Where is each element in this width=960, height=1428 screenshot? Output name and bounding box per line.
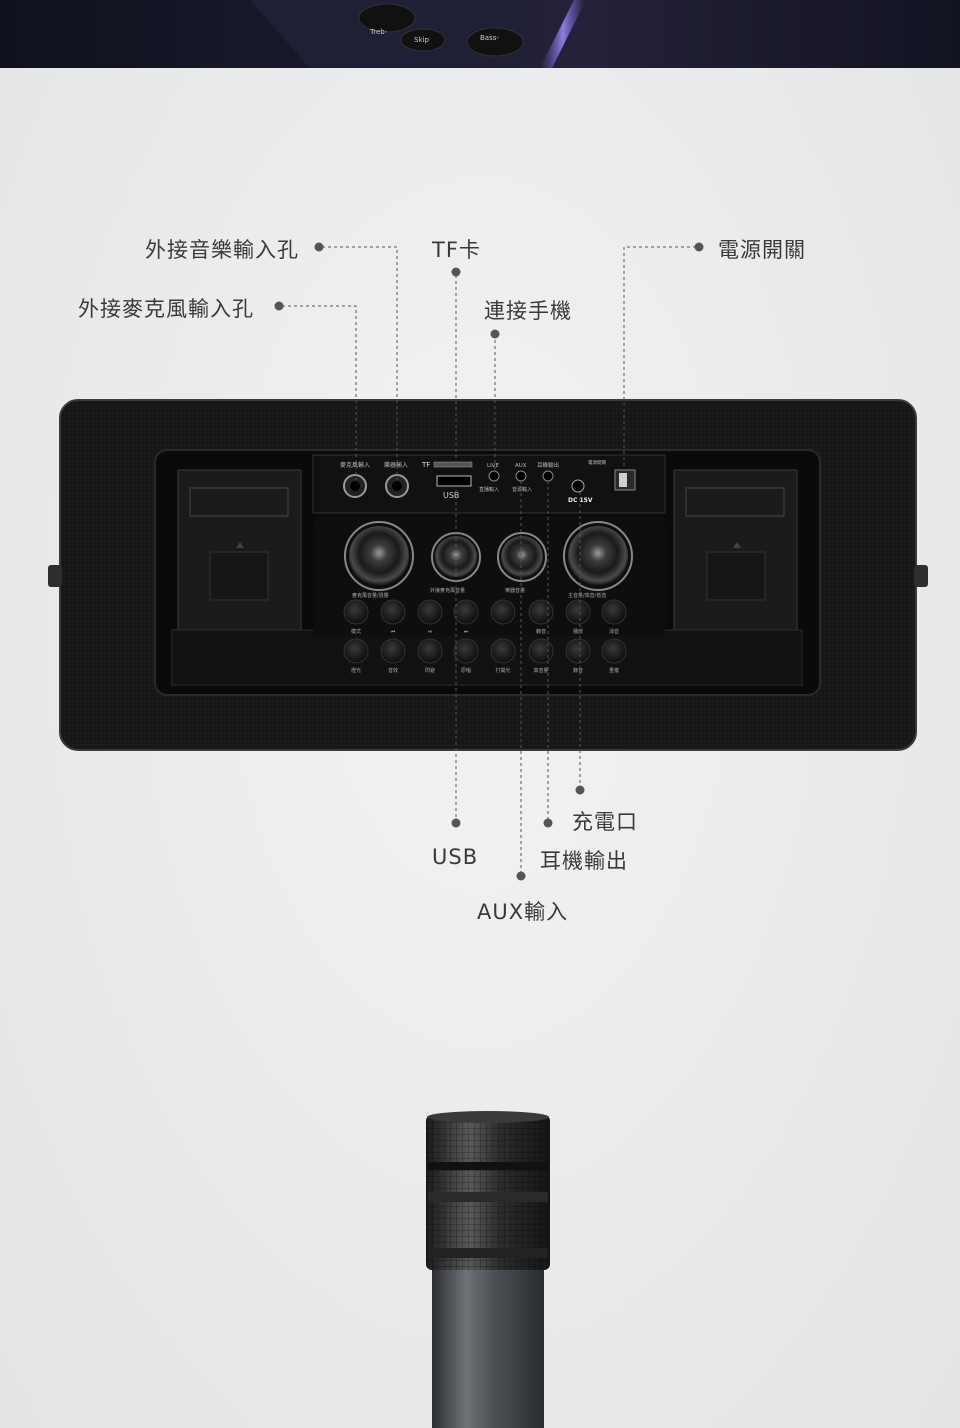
callout-power-switch: 電源開關 xyxy=(718,238,806,262)
panel-button-r1-6[interactable] xyxy=(528,599,554,625)
leader-power-switch xyxy=(623,246,696,470)
power-small-text: 電源開關 xyxy=(588,459,606,466)
callout-music-input: 外接音樂輸入孔 xyxy=(145,238,299,262)
panel-button-r2-1[interactable] xyxy=(343,638,369,664)
banner-light-stripe xyxy=(540,0,586,68)
button-grid: 模式⏮⏯⏭錄音播放消音燈光音效閃避原唱打開光高音量錄音重複 xyxy=(343,599,627,674)
tf-card-slot[interactable] xyxy=(433,461,473,468)
knob-mic-volume[interactable] xyxy=(344,521,414,591)
side-handle-left xyxy=(48,565,62,587)
panel-button-r1-1[interactable] xyxy=(343,599,369,625)
panel-button-r1-8[interactable] xyxy=(601,599,627,625)
left-tray xyxy=(177,469,302,631)
panel-button-r2-4[interactable] xyxy=(453,638,479,664)
right-tray xyxy=(673,469,798,631)
panel-button-r2-8[interactable] xyxy=(601,638,627,664)
callout-tf-card: TF卡 xyxy=(432,238,481,262)
leader-mic-input xyxy=(282,305,357,480)
panel-button-r1-5[interactable] xyxy=(490,599,516,625)
knob-label-4: 主音量/高音/低音 xyxy=(568,592,606,599)
banner-label-bass: Bass- xyxy=(480,34,499,42)
panel-button-r2-6[interactable] xyxy=(528,638,554,664)
callout-phone: 連接手機 xyxy=(484,299,572,323)
music-port-text: 樂器輸入 xyxy=(384,461,408,469)
panel-button-label-r2-5: 打開光 xyxy=(495,667,510,674)
side-handle-right xyxy=(914,565,928,587)
leader-dots xyxy=(274,242,704,881)
panel-button-label-r1-1: 模式 xyxy=(351,628,361,635)
panel-button-label-r1-7: 播放 xyxy=(573,628,583,635)
panel-button-label-r1-2: ⏮ xyxy=(391,629,396,635)
panel-button-label-r1-4: ⏭ xyxy=(464,629,469,635)
banner-knob-3 xyxy=(466,27,524,57)
banner-knob-1 xyxy=(358,3,416,33)
banner-knob-2 xyxy=(400,28,446,52)
panel-button-r1-2[interactable] xyxy=(380,599,406,625)
banner-label-treb: Treb- xyxy=(369,28,388,36)
knob-instrument-volume[interactable] xyxy=(497,532,547,582)
panel-button-r1-3[interactable] xyxy=(417,599,443,625)
callout-mic-input: 外接麥克風輸入孔 xyxy=(78,297,254,321)
panel-button-label-r2-8: 重複 xyxy=(609,667,619,674)
microphone xyxy=(426,1111,550,1428)
panel-button-r1-7[interactable] xyxy=(565,599,591,625)
phone-sub-text: 直播輸入 xyxy=(479,486,499,493)
leader-lines xyxy=(282,246,696,875)
panel-button-label-r2-6: 高音量 xyxy=(533,667,548,674)
mic-port-text: 麥克風輸入 xyxy=(340,461,370,469)
panel-button-label-r2-2: 音效 xyxy=(388,667,398,674)
panel-button-label-r1-8: 消音 xyxy=(609,628,619,635)
knob-master-volume[interactable] xyxy=(563,521,633,591)
aux-text: AUX xyxy=(515,463,527,469)
headphone-text: 耳機輸出 xyxy=(537,461,559,469)
leader-music-input xyxy=(322,246,398,480)
product-banner-graphic: Treb- Skip Bass- xyxy=(250,0,586,68)
panel-button-label-r1-6: 錄音 xyxy=(536,628,546,635)
port-strip: 麥克風輸入 樂器輸入 TF USB LIVE AUX 耳機輸出 直播輸入 音源輸… xyxy=(312,454,666,514)
panel-button-r2-7[interactable] xyxy=(565,638,591,664)
headphone-jack[interactable] xyxy=(542,470,554,482)
panel-button-label-r1-3: ⏯ xyxy=(428,629,432,635)
usb-port[interactable] xyxy=(436,475,472,487)
panel-button-r1-4[interactable] xyxy=(453,599,479,625)
panel-button-r2-2[interactable] xyxy=(380,638,406,664)
panel-button-r2-5[interactable] xyxy=(490,638,516,664)
knob-label-2: 外接麥克風音量 xyxy=(430,587,465,594)
aux-input-jack[interactable] xyxy=(515,470,527,482)
knob-label-1: 麥克風音量/混響 xyxy=(352,592,389,599)
callout-aux-input: AUX輸入 xyxy=(477,900,569,924)
callout-headphone: 耳機輸出 xyxy=(540,849,628,873)
banner-label-skip: Skip xyxy=(414,36,429,44)
panel-button-label-r2-3: 閃避 xyxy=(425,667,435,674)
tf-text: TF xyxy=(421,461,430,469)
knob-label-3: 樂器音量 xyxy=(505,587,525,594)
panel-button-label-r2-7: 錄音 xyxy=(573,667,583,674)
live-text: LIVE xyxy=(487,463,499,469)
front-lip xyxy=(171,629,803,686)
usb-text: USB xyxy=(443,491,459,500)
panel-button-label-r2-4: 原唱 xyxy=(461,668,471,674)
phone-connect-jack[interactable] xyxy=(488,470,500,482)
callout-charging-port: 充電口 xyxy=(572,810,638,834)
panel-button-r2-3[interactable] xyxy=(417,638,443,664)
aux-sub-text: 音源輸入 xyxy=(512,486,532,493)
dc-charge-port[interactable] xyxy=(571,479,585,493)
callout-usb: USB xyxy=(432,845,479,869)
panel-button-label-r2-1: 燈光 xyxy=(351,667,361,674)
top-banner: Treb- Skip Bass- xyxy=(0,0,960,68)
